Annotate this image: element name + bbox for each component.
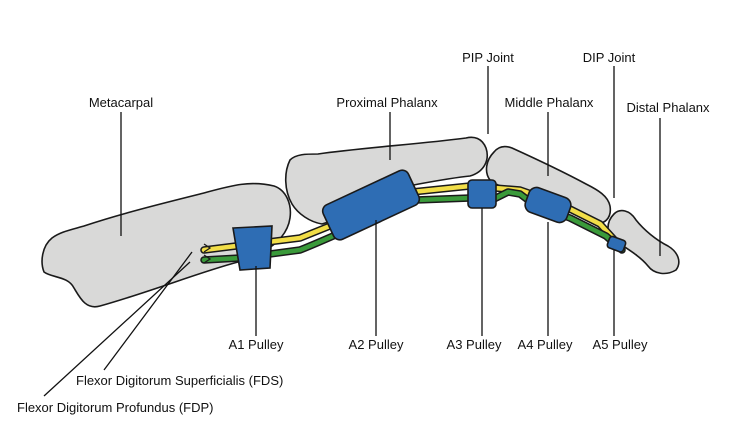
fds-label: Flexor Digitorum Superficialis (FDS) [76,373,283,388]
tendon-cut-ends [203,243,212,264]
pulleys [232,169,627,271]
metacarpal-label: Metacarpal [89,95,153,110]
dip-joint-label: DIP Joint [583,50,636,65]
a2-pulley [321,169,421,241]
middle-phalanx-label: Middle Phalanx [505,95,594,110]
a5-pulley [606,235,627,253]
proximal-phalanx-label: Proximal Phalanx [336,95,438,110]
a4-pulley [524,186,572,224]
fdp-label: Flexor Digitorum Profundus (FDP) [17,400,214,415]
a4-pulley-label: A4 Pulley [518,337,573,352]
a5-pulley-label: A5 Pulley [593,337,648,352]
a1-pulley-label: A1 Pulley [229,337,284,352]
pip-joint-label: PIP Joint [462,50,514,65]
a1-pulley [232,225,273,271]
leader-lines [43,66,661,397]
a2-pulley-label: A2 Pulley [349,337,404,352]
fdp-leader [43,261,191,397]
a3-pulley [467,179,497,209]
labels: Metacarpal Proximal Phalanx PIP Joint Mi… [17,50,710,415]
fds-leader [103,251,193,371]
a3-pulley-label: A3 Pulley [447,337,502,352]
distal-phalanx-label: Distal Phalanx [626,100,710,115]
